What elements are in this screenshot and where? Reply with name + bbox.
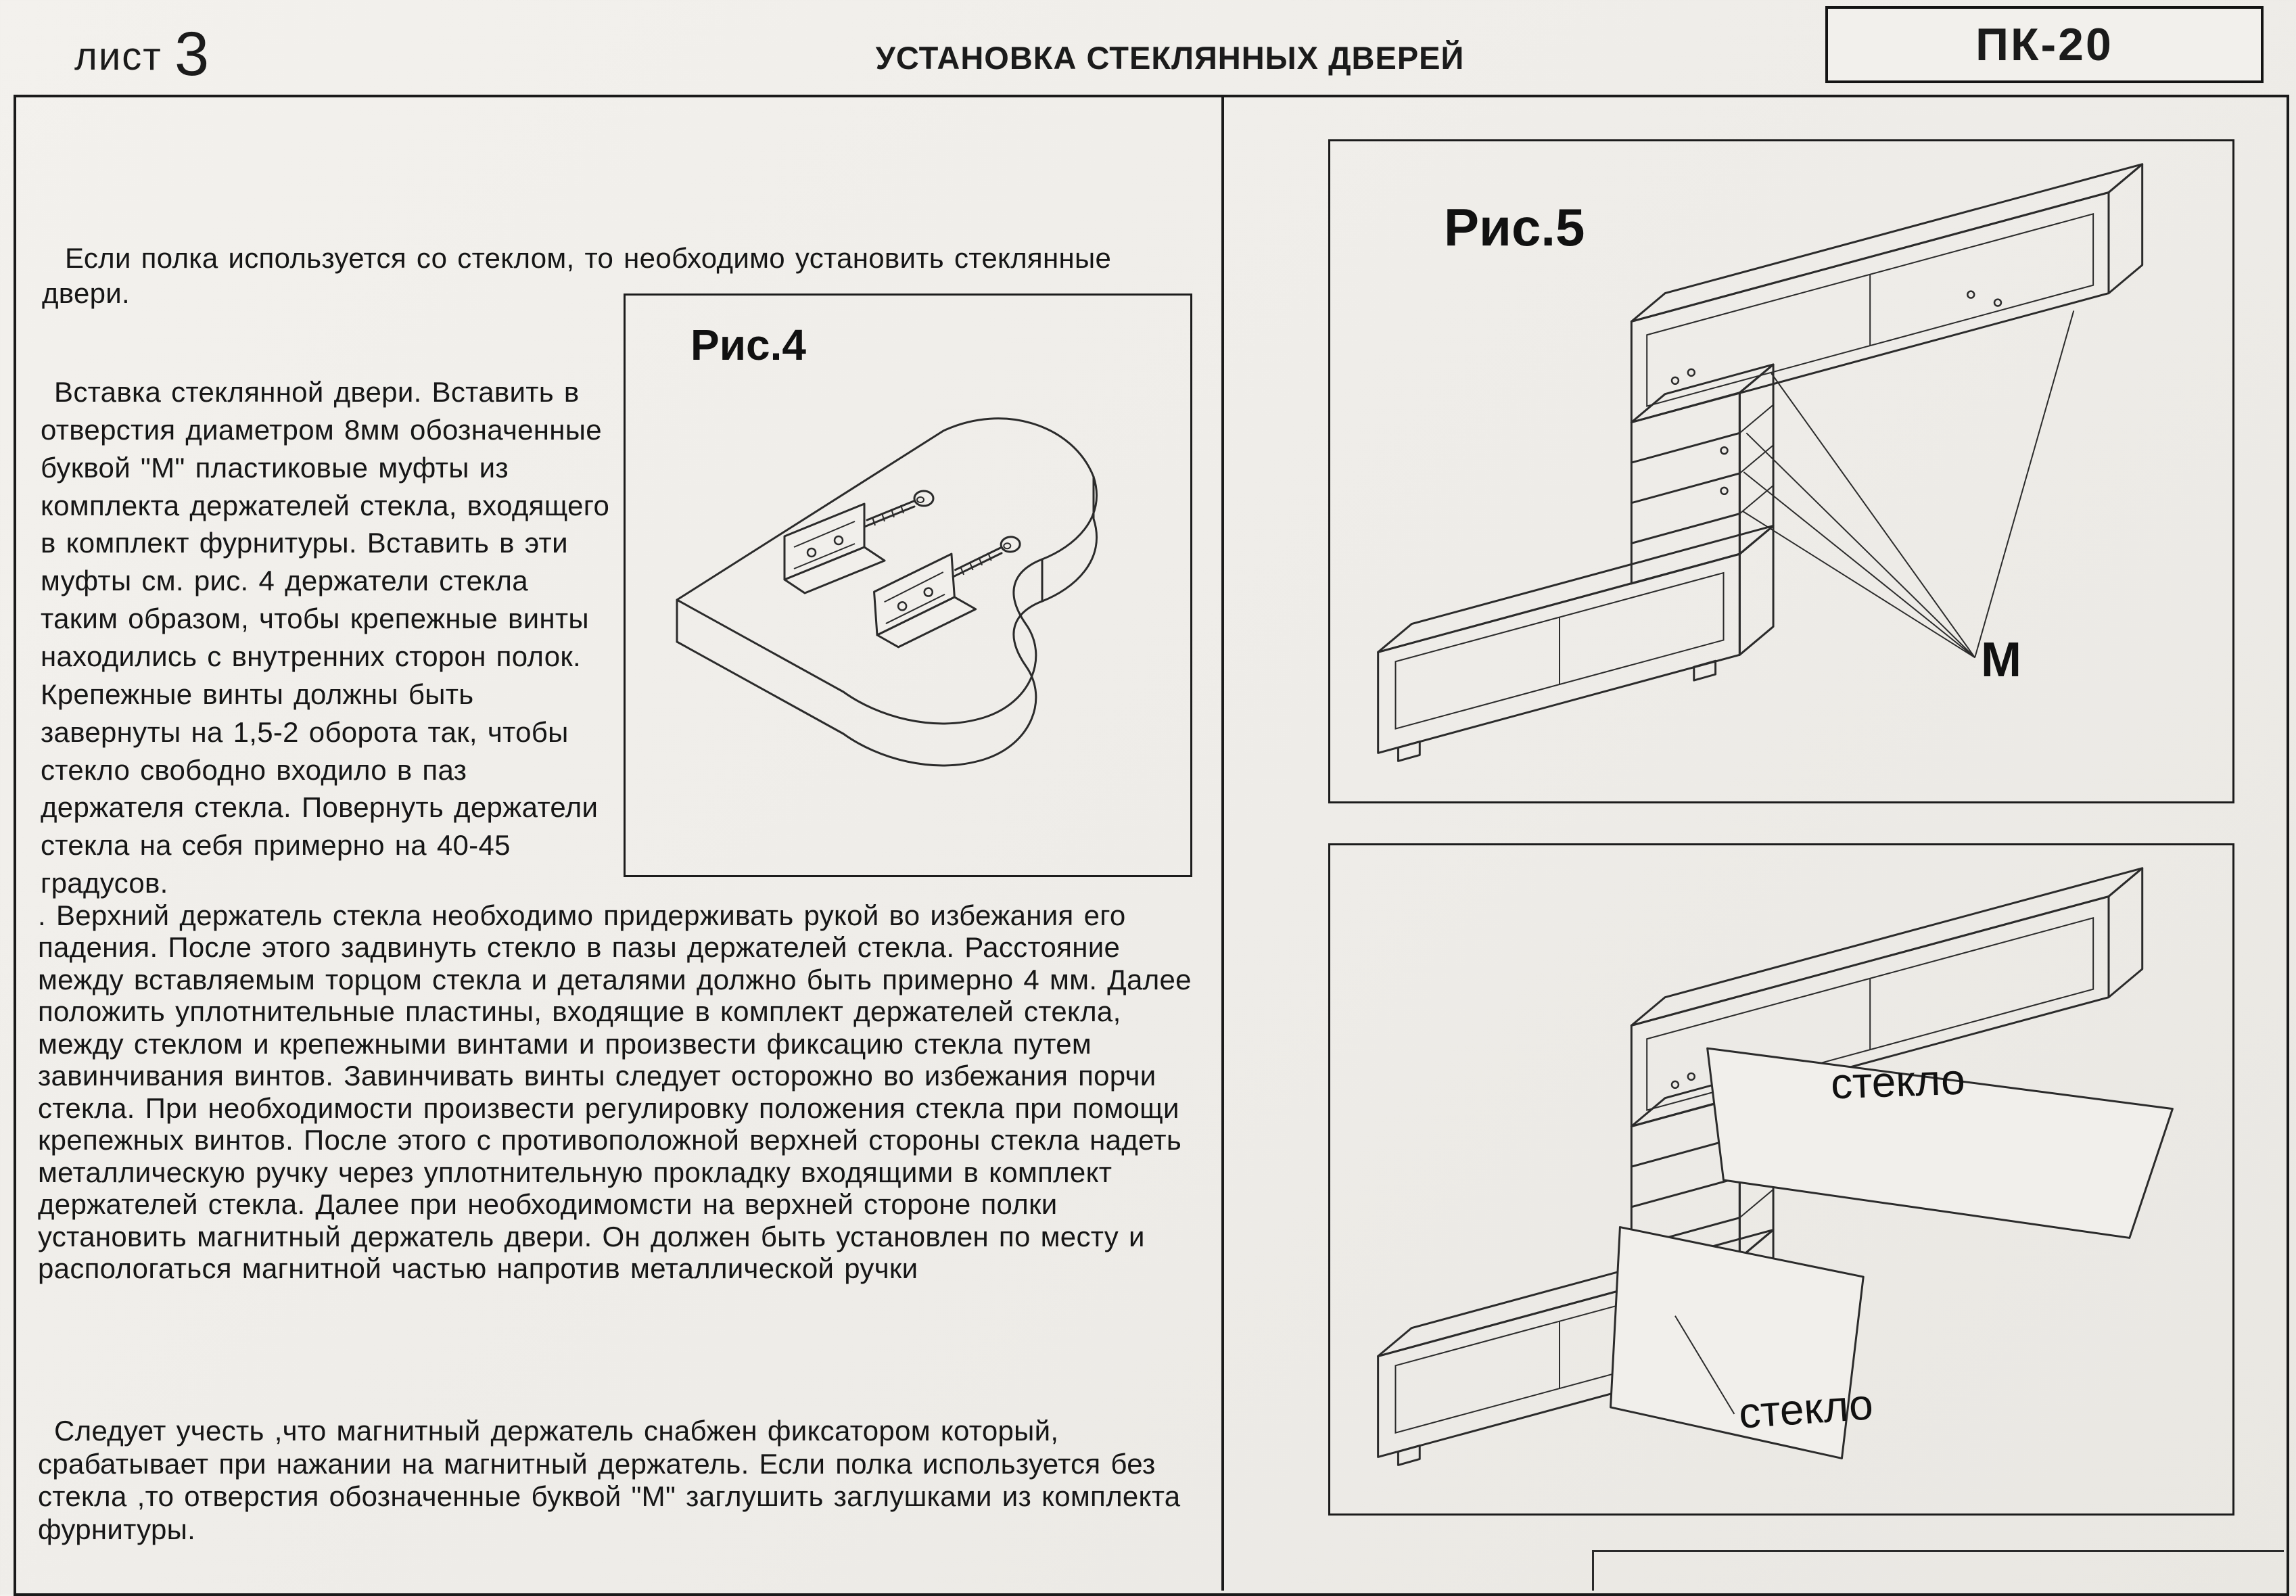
- glass-door-panel-bottom: [1610, 1226, 1865, 1459]
- bracket-plate: [783, 502, 866, 581]
- marker-m-pointer-lines: [1741, 310, 2075, 659]
- footer-divider-line: [1592, 1550, 2284, 1552]
- board-bottom-edge: [676, 517, 1098, 767]
- bracket-hole: [833, 535, 844, 546]
- shelf-board-with-glass-holders-drawing: [676, 417, 1098, 767]
- middle-shelf-column: [1630, 363, 1775, 585]
- mounting-hole-m: [1967, 290, 1975, 299]
- mounting-hole-m: [1687, 368, 1696, 377]
- figure-4-label: Рис.4: [690, 321, 806, 369]
- bracket-hole: [806, 547, 817, 558]
- sheet-label-text: лист: [74, 34, 162, 78]
- figure-5-label: Рис.5: [1444, 197, 1585, 257]
- cabinet-foot: [1397, 1445, 1421, 1466]
- figure-4-box: Рис.4: [624, 294, 1192, 877]
- glass-label-top: стекло: [1829, 1054, 1966, 1108]
- footer-divider-tick: [1592, 1550, 1594, 1591]
- board-top-face: [676, 417, 1098, 725]
- product-code: ПК-20: [1975, 19, 2113, 70]
- bracket-hole: [897, 601, 908, 611]
- marker-m-label: М: [1981, 633, 2021, 687]
- page-title: УСТАНОВКА СТЕКЛЯННЫХ ДВЕРЕЙ: [875, 40, 1465, 76]
- fixing-screw: [952, 536, 1021, 578]
- glass-label-bottom: стекло: [1737, 1380, 1875, 1438]
- glass-holder-bracket-2: [873, 536, 1021, 649]
- instruction-paragraph-3: . Верхний держатель стекла необходимо пр…: [38, 899, 1192, 1284]
- mounting-hole-m: [1720, 486, 1729, 496]
- mounting-hole-m: [1670, 376, 1680, 385]
- glass-label-leader-line: [1674, 1315, 1735, 1415]
- glass-door-panel-top: [1706, 1047, 2174, 1239]
- fixing-screw: [863, 490, 935, 528]
- column-divider: [1221, 95, 1224, 1591]
- cabinet-foot: [1397, 741, 1421, 762]
- cabinet-foot: [1693, 659, 1717, 682]
- instruction-paragraph-1: Если полка используется со стеклом, то н…: [42, 242, 1112, 310]
- instruction-paragraph-2: Вставка стеклянной двери. Вставить в отв…: [41, 376, 610, 899]
- sheet-number: лист 3: [74, 19, 210, 90]
- upper-cabinet: [1630, 163, 2144, 423]
- figure-glass-doors-box: стекло стекло: [1328, 843, 2234, 1516]
- cabinet-assembly-drawing: [1377, 163, 2144, 762]
- instruction-paragraph-4: Следует учесть ,что магнитный держатель …: [38, 1415, 1181, 1546]
- glass-holder-bracket-1: [783, 490, 935, 594]
- upper-cabinet: [1630, 867, 2144, 1127]
- bracket-hole: [923, 587, 934, 597]
- sheet-number-value: 3: [174, 20, 211, 89]
- product-code-box: ПК-20: [1825, 6, 2264, 83]
- figure-5-box: Рис.5 М: [1328, 139, 2234, 803]
- cabinet-with-glass-doors-drawing: [1377, 867, 2174, 1466]
- mounting-hole-m: [1993, 298, 2002, 307]
- mounting-hole-m: [1720, 446, 1729, 455]
- bracket-plate: [873, 553, 956, 636]
